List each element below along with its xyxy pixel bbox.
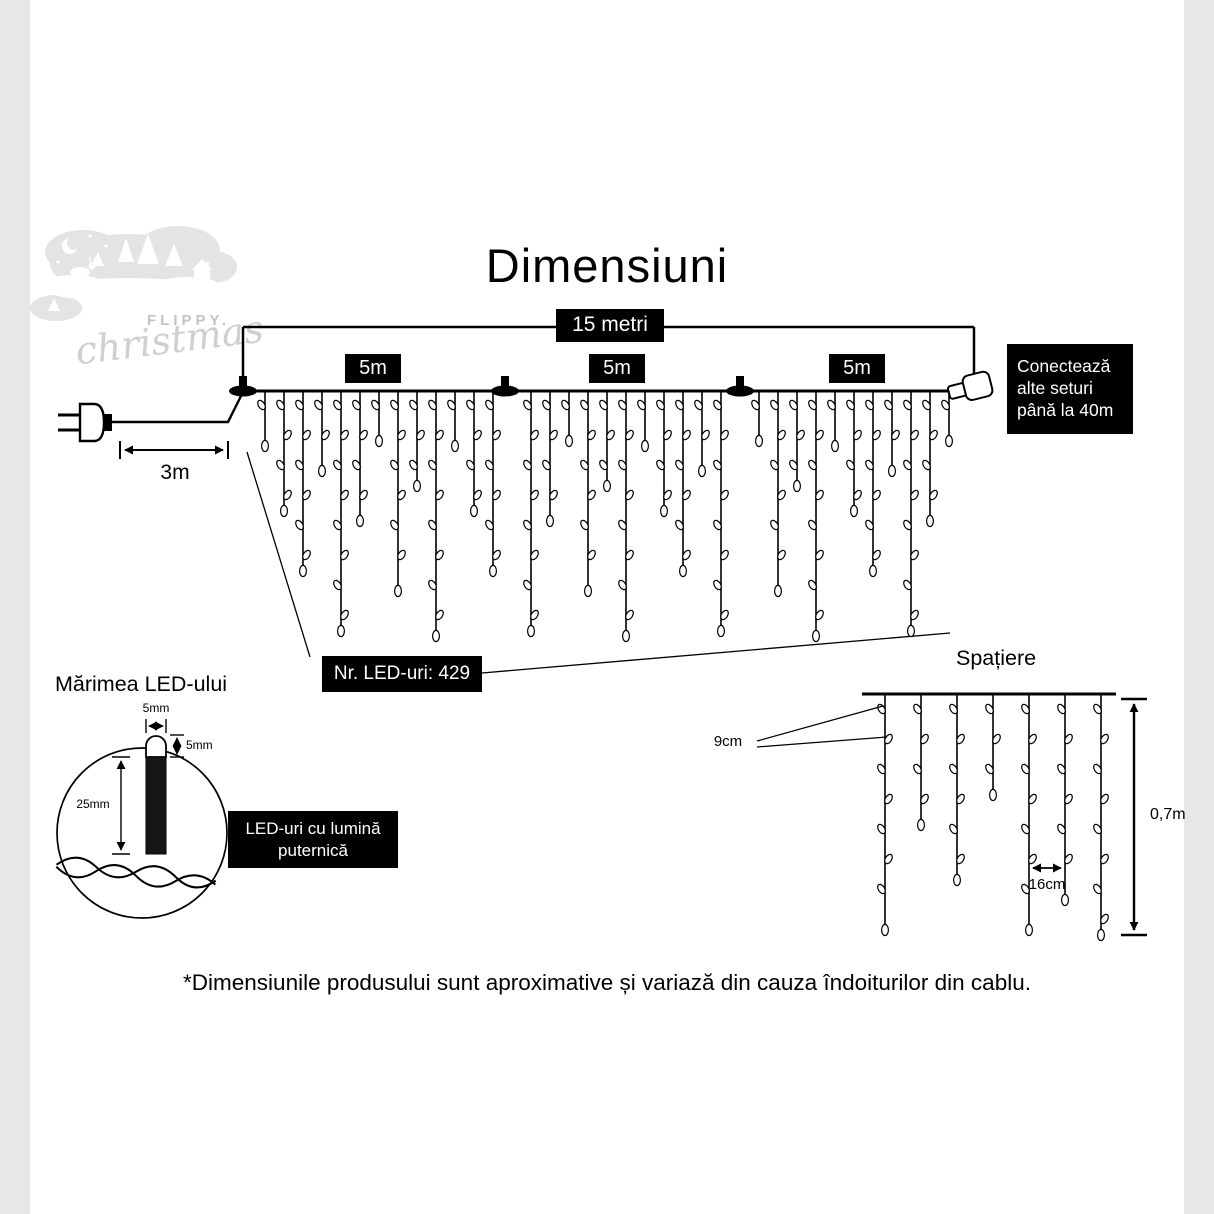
section-label-1: 5m (345, 354, 401, 383)
section-label-2: 5m (589, 354, 645, 383)
brand-logo-art (30, 226, 237, 321)
pointer-lines (246, 451, 951, 674)
end-connector-icon (946, 370, 994, 402)
bulb-height-label: 5mm (186, 738, 213, 752)
spacing-title: Spațiere (956, 646, 1037, 670)
led-note-label: LED-uri cu lumină puternică (228, 811, 398, 868)
spacing-drops (877, 695, 1109, 942)
page-title: Dimensiuni (485, 239, 729, 292)
bulb-gap-pointers (756, 705, 888, 748)
lead-measure-arrow (119, 441, 229, 459)
height-measure-arrow (1121, 697, 1147, 937)
total-span-label: 15 metri (556, 309, 664, 342)
section-label-3: 5m (829, 354, 885, 383)
drop-gap-label: 16cm (1028, 876, 1066, 893)
moon-icon (67, 236, 81, 250)
bulb-width-label: 5mm (142, 701, 170, 715)
body-length-label: 25mm (76, 797, 110, 811)
bulb-gap-label: 9cm (713, 733, 743, 750)
led-size-art (55, 719, 228, 919)
power-plug-icon (58, 391, 245, 443)
led-measure-arrows (112, 719, 184, 855)
connect-note-label: Conectează alte seturi până la 40m (1007, 344, 1133, 434)
right-margin-strip (1184, 0, 1214, 1214)
led-count-label: Nr. LED-uri: 429 (322, 656, 482, 692)
brand-name: FLIPPY. (147, 312, 231, 329)
deer-icon (73, 256, 97, 284)
inline-connectors (229, 376, 754, 397)
footnote: *Dimensiunile produsului sunt aproximati… (183, 970, 1031, 995)
left-margin-strip (0, 0, 30, 1214)
spacing-art (756, 692, 1147, 942)
lead-length-label: 3m (160, 461, 190, 484)
led-size-title: Mărimea LED-ului (55, 672, 228, 696)
curtain-height-label: 0,7m (1150, 806, 1186, 823)
twisted-wire-icon (55, 856, 217, 889)
icicle-drops (257, 391, 953, 643)
led-bulb-icon (145, 735, 167, 758)
led-body-icon (145, 756, 167, 855)
